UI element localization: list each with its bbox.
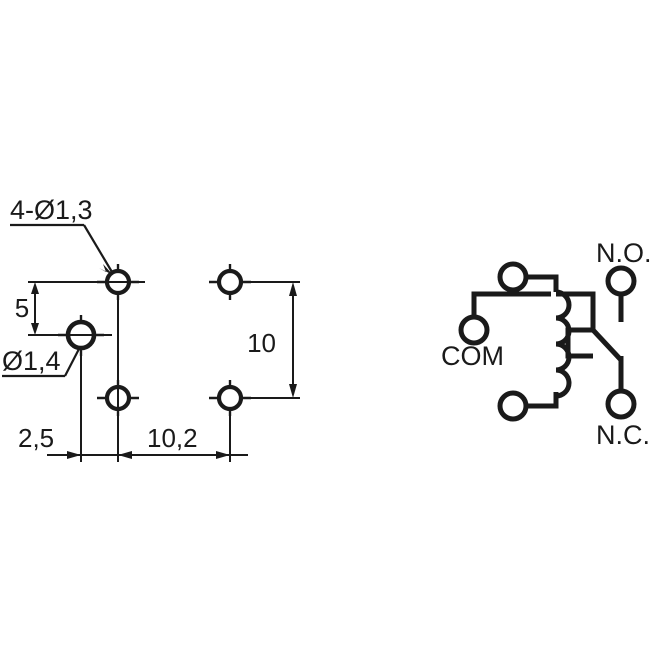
dimension-value-10: 10 <box>247 328 276 358</box>
dimension-horizontal-group: 2,5 10,2 <box>18 423 248 459</box>
label-com: COM <box>441 341 504 371</box>
wire-coil-bottom <box>526 392 559 409</box>
relay-coil <box>555 289 572 399</box>
wire-com <box>471 291 551 317</box>
wire-coil-top <box>526 274 559 292</box>
terminal-com <box>458 314 490 346</box>
dimension-value-10-2: 10,2 <box>147 423 198 453</box>
relay-schematic-group: COM N.O. N.C. <box>441 238 650 450</box>
pcb-footprint-group: 5 10 2,5 10,2 <box>2 195 300 462</box>
terminal-no <box>605 265 637 297</box>
contact-blade <box>591 328 623 362</box>
dimension-vertical-10: 10 <box>247 282 297 398</box>
label-hole-count-dia: 4-Ø1,3 <box>10 195 93 225</box>
label-nc: N.C. <box>596 420 650 450</box>
label-coil-hole-dia: Ø1,4 <box>2 346 61 376</box>
label-no: N.O. <box>596 238 650 268</box>
extension-lines <box>28 281 300 462</box>
terminal-coil-top <box>497 261 529 293</box>
dimension-vertical-5: 5 <box>15 282 39 335</box>
leader-hole-count-dia: 4-Ø1,3 <box>10 195 113 275</box>
contact-common-path <box>556 291 596 359</box>
dimension-value-5: 5 <box>15 293 29 323</box>
dimension-value-2-5: 2,5 <box>18 423 54 453</box>
terminal-coil-bottom <box>497 390 529 422</box>
leader-coil-hole-dia: Ø1,4 <box>2 346 81 378</box>
terminal-nc <box>605 388 637 420</box>
